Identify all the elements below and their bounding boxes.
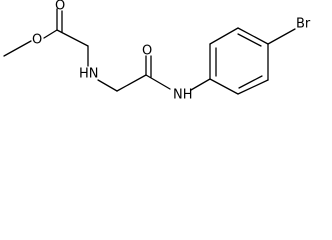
bond-ch2-amide-c <box>116 74 147 92</box>
bonds <box>3 8 296 95</box>
structure-diagram: O O HN O NH Br <box>3 0 311 103</box>
bond-amide-c-nh <box>145 74 171 90</box>
bond-ring-br <box>267 28 296 45</box>
amide-nh-label: NH <box>173 88 193 103</box>
ring-bond-5 <box>209 27 239 45</box>
bond-ester-c-ch2 <box>56 29 89 47</box>
ring-bond-4 <box>237 27 269 45</box>
ester-carbonyl-o-label: O <box>55 0 65 14</box>
bond-nh-ch2 <box>97 79 118 92</box>
atom-labels: O O HN O NH Br <box>32 0 311 103</box>
bond-nh-ring <box>190 78 211 91</box>
amine-nh-label: HN <box>79 67 99 82</box>
ring-bond-2 <box>237 79 269 95</box>
amide-carbonyl-o-label: O <box>142 44 152 59</box>
bond-o-ester-c <box>43 29 58 39</box>
bond-methyl-o <box>3 40 32 57</box>
ring-double-1 <box>238 75 263 89</box>
ester-methoxy-o-label: O <box>32 33 42 48</box>
ring-bond-1 <box>209 78 239 95</box>
bromine-label: Br <box>296 17 311 32</box>
ring-double-2 <box>237 33 262 47</box>
